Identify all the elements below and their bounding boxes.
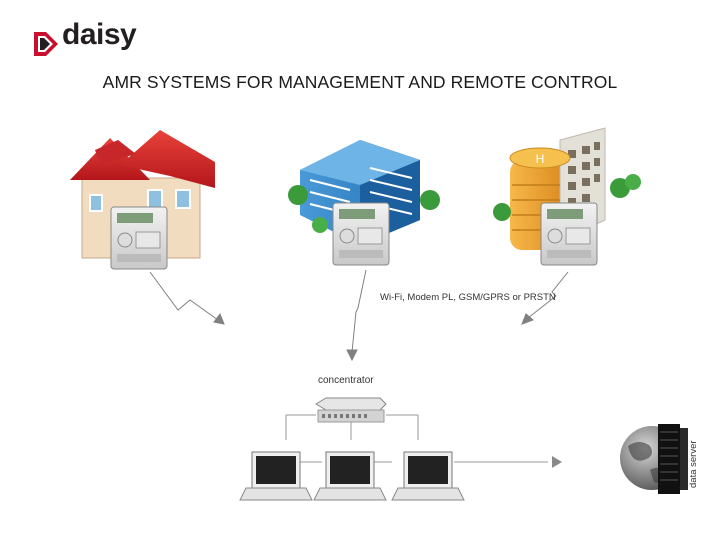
network-lines [285, 414, 548, 463]
daisy-logo: daisy [32, 18, 162, 56]
concentrator-label: concentrator [318, 375, 374, 386]
connection-types-label: Wi-Fi, Modem PL, GSM/GPRS or PRSTN [380, 292, 556, 303]
meter-icon [332, 202, 390, 266]
office-building-icon [288, 140, 440, 245]
page-title: AMR SYSTEMS FOR MANAGEMENT AND REMOTE CO… [102, 72, 618, 92]
logo-wordmark: daisy [62, 18, 137, 51]
helipad-mark: H [536, 152, 545, 166]
laptop-icon [239, 451, 313, 501]
arrow-to-server-icon [552, 456, 562, 468]
logo-mark-icon [34, 32, 58, 56]
laptop-icon [313, 451, 387, 501]
data-server-label: data server [688, 440, 699, 488]
laptop-icon [391, 451, 465, 501]
lightning-arrow-icon [149, 271, 225, 325]
lightning-arrow-icon [346, 269, 367, 362]
concentrator-icon [315, 397, 387, 423]
meter-icon [110, 206, 168, 270]
server-rack-icon [658, 424, 688, 494]
lightning-arrow-icon [521, 271, 569, 325]
meter-icon [540, 202, 598, 266]
